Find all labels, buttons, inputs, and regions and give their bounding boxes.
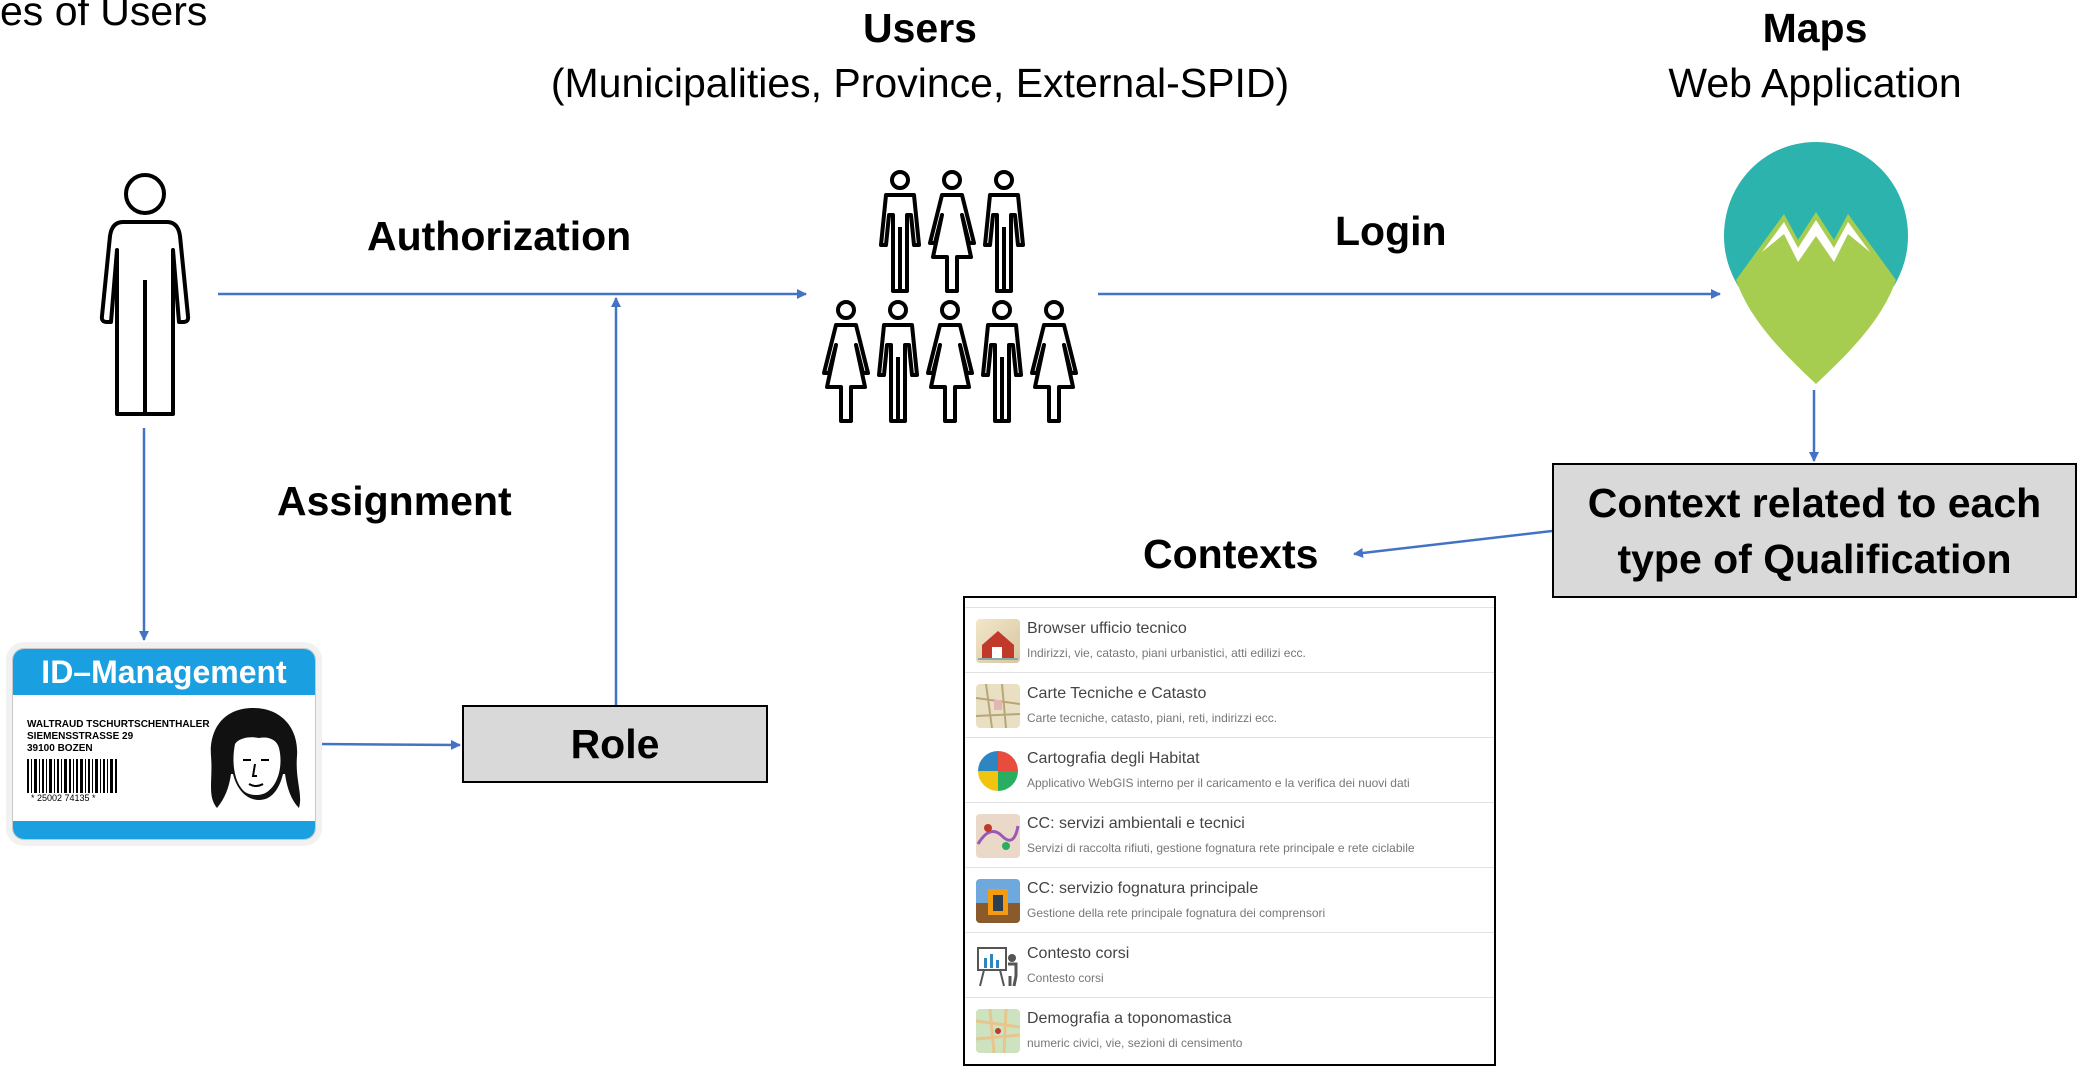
context-item-subtitle: Gestione della rete principale fognatura…: [1027, 906, 1326, 920]
context-box-line1: Context related to each: [1587, 479, 2042, 526]
context-item-subtitle: Contesto corsi: [1027, 971, 1104, 985]
users-group-icon: [822, 170, 1078, 423]
context-item-title: Carte Tecniche e Catasto: [1027, 685, 1207, 702]
card-to-role-arrow: [317, 739, 461, 750]
context-item-title: CC: servizi ambientali e tecnici: [1027, 815, 1245, 832]
context-item-title: Contesto corsi: [1027, 945, 1130, 962]
presentation-board-icon: [976, 944, 1020, 988]
id-card-barcode-number: * 25002 74135 *: [31, 793, 96, 803]
id-card-name: WALTRAUD TSCHURTSCHENTHALER: [27, 719, 210, 730]
context-item[interactable]: Cartografia degli Habitat Applicativo We…: [965, 737, 1494, 802]
house-map-icon: [976, 619, 1020, 663]
role-box: Role: [462, 705, 768, 783]
context-item[interactable]: CC: servizio fognatura principale Gestio…: [965, 867, 1494, 932]
context-item-subtitle: Servizi di raccolta rifiuti, gestione fo…: [1027, 841, 1415, 855]
context-item-subtitle: Carte tecniche, catasto, piani, reti, in…: [1027, 711, 1278, 725]
portrait-icon: [210, 708, 301, 808]
context-item-title: Browser ufficio tecnico: [1027, 620, 1187, 637]
maps-subtitle: Web Application: [1668, 60, 1962, 106]
id-card: ID–Management WALTRAUD TSCHURTSCHENTHALE…: [12, 648, 316, 840]
role-label: Role: [570, 720, 660, 767]
context-item-title: CC: servizio fognatura principale: [1027, 880, 1259, 897]
authorization-label: Authorization: [367, 213, 632, 259]
context-box-line2: type of Qualification: [1617, 535, 2012, 582]
context-item-title: Cartografia degli Habitat: [1027, 750, 1200, 767]
barcode-icon: [27, 759, 117, 793]
context-item-subtitle: Applicativo WebGIS interno per il carica…: [1027, 776, 1410, 790]
id-card-street: SIEMENSSTRASSE 29: [27, 731, 134, 742]
context-item[interactable]: Carte Tecniche e Catasto Carte tecniche,…: [965, 672, 1494, 737]
users-subtitle: (Municipalities, Province, External-SPID…: [550, 60, 1290, 106]
contexts-label: Contexts: [1143, 531, 1319, 577]
context-to-contexts-arrow: [1353, 529, 1553, 558]
context-item[interactable]: Browser ufficio tecnico Indirizzi, vie, …: [965, 607, 1494, 672]
context-item[interactable]: Contesto corsi Contesto corsi: [965, 932, 1494, 997]
context-item[interactable]: CC: servizi ambientali e tecnici Servizi…: [965, 802, 1494, 867]
demography-map-icon: [976, 1009, 1020, 1053]
users-title: Users: [863, 5, 977, 51]
id-card-city: 39100 BOZEN: [27, 743, 93, 754]
context-box: Context related to each type of Qualific…: [1552, 463, 2077, 598]
context-item-subtitle: Indirizzi, vie, catasto, piani urbanisti…: [1027, 646, 1306, 660]
id-card-title: ID–Management: [13, 649, 315, 695]
maps-logo-icon: [1724, 142, 1908, 384]
habitat-pie-icon: [976, 749, 1020, 793]
types-of-users-fragment: es of Users: [0, 0, 208, 34]
context-item-subtitle: numeric civici, vie, sezioni di censimen…: [1027, 1036, 1243, 1050]
environment-map-icon: [976, 814, 1020, 858]
login-label: Login: [1335, 208, 1447, 254]
sewer-icon: [976, 879, 1020, 923]
cadastral-map-icon: [976, 684, 1020, 728]
context-item-title: Demografia a toponomastica: [1027, 1010, 1232, 1027]
maps-title: Maps: [1762, 5, 1868, 51]
contexts-list: Browser ufficio tecnico Indirizzi, vie, …: [963, 596, 1496, 1066]
assignment-label: Assignment: [277, 478, 512, 524]
context-item[interactable]: Demografia a toponomastica numeric civic…: [965, 997, 1494, 1062]
person-icon: [99, 173, 191, 416]
